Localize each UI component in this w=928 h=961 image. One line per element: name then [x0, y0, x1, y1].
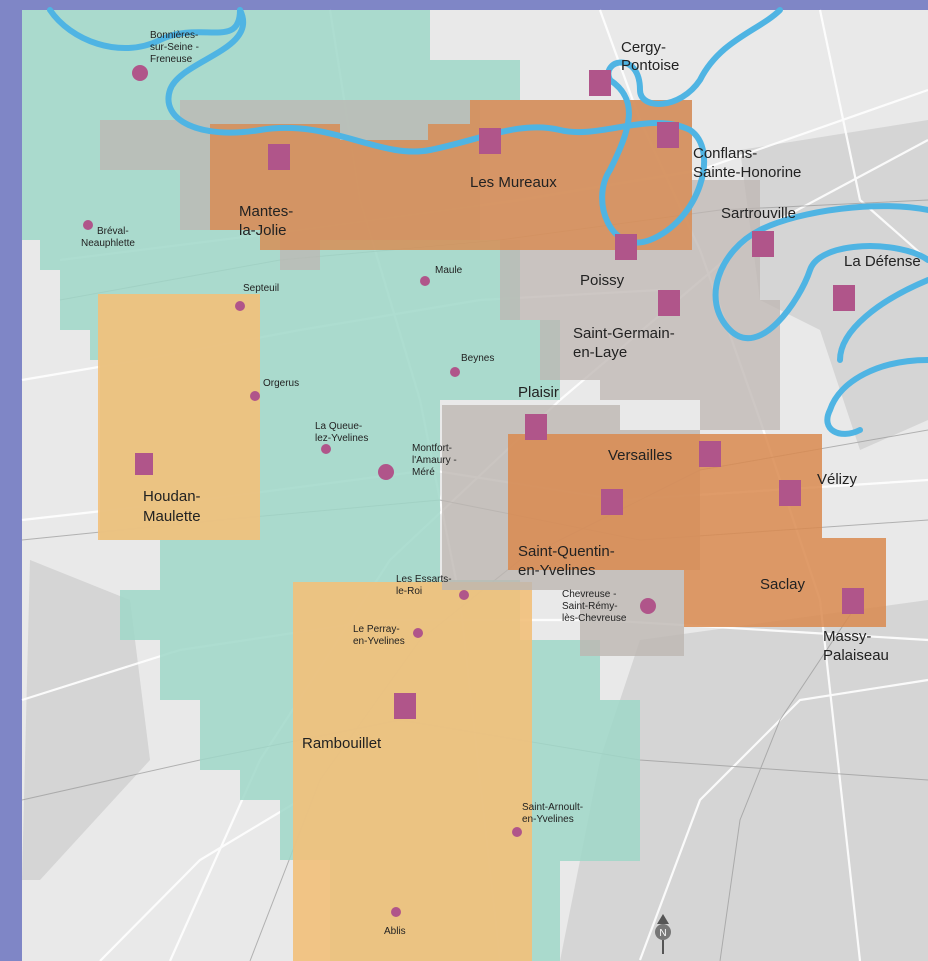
label-stgermain-2: en-Laye — [573, 344, 627, 361]
label-saclay: Saclay — [760, 576, 806, 593]
label-chevreuse-2: Saint-Rémy- — [562, 601, 618, 612]
circle-markers — [83, 65, 656, 917]
marker-saclay[interactable] — [842, 588, 864, 614]
label-mureaux: Les Mureaux — [470, 174, 557, 191]
marker-sartrouville[interactable] — [752, 231, 774, 257]
square-markers — [135, 70, 864, 719]
marker-cergy[interactable] — [589, 70, 611, 96]
river-seine — [47, 7, 928, 437]
svg-text:N: N — [659, 928, 666, 939]
label-bonnieres-3: Freneuse — [150, 54, 193, 65]
marker-rambouillet[interactable] — [394, 693, 416, 719]
label-massy-2: Palaiseau — [823, 647, 889, 664]
label-ladefense: La Défense — [844, 253, 921, 270]
label-queue-2: lez-Yvelines — [315, 433, 368, 444]
marker-chevreuse[interactable] — [640, 598, 656, 614]
label-septeuil: Septeuil — [243, 283, 279, 294]
marker-mureaux[interactable] — [479, 128, 501, 154]
marker-stgermain[interactable] — [658, 290, 680, 316]
label-chevreuse-1: Chevreuse - — [562, 589, 616, 600]
label-breval-1: Bréval- — [97, 226, 129, 237]
marker-sqy[interactable] — [601, 489, 623, 515]
label-mantes-1: Mantes- — [239, 203, 293, 220]
label-perray-2: en-Yvelines — [353, 636, 405, 647]
marker-poissy[interactable] — [615, 234, 637, 260]
label-poissy: Poissy — [580, 272, 625, 289]
marker-perray[interactable] — [413, 628, 423, 638]
label-montfort-2: l'Amaury - — [412, 455, 457, 466]
label-mantes-2: la-Jolie — [239, 222, 287, 239]
label-conflans-1: Conflans- — [693, 145, 757, 162]
label-cergy-2: Pontoise — [621, 57, 679, 74]
label-massy-1: Massy- — [823, 628, 871, 645]
marker-septeuil[interactable] — [235, 301, 245, 311]
place-labels: Bonnières- sur-Seine - Freneuse Cergy- P… — [81, 30, 921, 937]
label-sqy-2: en-Yvelines — [518, 562, 596, 579]
label-versailles: Versailles — [608, 447, 672, 464]
label-stgermain-1: Saint-Germain- — [573, 325, 675, 342]
marker-montfort[interactable] — [378, 464, 394, 480]
marker-velizy[interactable] — [779, 480, 801, 506]
label-essarts-2: le-Roi — [396, 586, 422, 597]
label-perray-1: Le Perray- — [353, 624, 400, 635]
label-chevreuse-3: lès-Chevreuse — [562, 613, 627, 624]
marker-bonnieres[interactable] — [132, 65, 148, 81]
label-orgerus: Orgerus — [263, 378, 299, 389]
north-arrow-icon: N — [655, 914, 671, 954]
marker-breval[interactable] — [83, 220, 93, 230]
marker-ablis[interactable] — [391, 907, 401, 917]
marker-queue[interactable] — [321, 444, 331, 454]
label-essarts-1: Les Essarts- — [396, 574, 452, 585]
marker-plaisir[interactable] — [525, 414, 547, 440]
label-houdan-1: Houdan- — [143, 488, 201, 505]
label-conflans-2: Sainte-Honorine — [693, 164, 801, 181]
label-queue-1: La Queue- — [315, 421, 362, 432]
label-sartrouville: Sartrouville — [721, 205, 796, 222]
label-breval-2: Neauphlette — [81, 238, 135, 249]
marker-essarts[interactable] — [459, 590, 469, 600]
marker-beynes[interactable] — [450, 367, 460, 377]
label-rambouillet: Rambouillet — [302, 735, 382, 752]
marker-orgerus[interactable] — [250, 391, 260, 401]
label-velizy: Vélizy — [817, 471, 858, 488]
marker-versailles[interactable] — [699, 441, 721, 467]
label-plaisir: Plaisir — [518, 384, 559, 401]
zone-brown-mantes — [210, 100, 692, 250]
zone-orange-houdan — [98, 294, 260, 540]
label-sqy-1: Saint-Quentin- — [518, 543, 615, 560]
label-houdan-2: Maulette — [143, 508, 201, 525]
label-beynes: Beynes — [461, 353, 494, 364]
label-montfort-1: Montfort- — [412, 443, 452, 454]
label-montfort-3: Méré — [412, 467, 435, 478]
label-bonnieres-2: sur-Seine - — [150, 42, 199, 53]
marker-maule[interactable] — [420, 276, 430, 286]
label-maule: Maule — [435, 265, 463, 276]
label-starnoult-1: Saint-Arnoult- — [522, 802, 583, 813]
marker-defense[interactable] — [833, 285, 855, 311]
label-starnoult-2: en-Yvelines — [522, 814, 574, 825]
marker-conflans[interactable] — [657, 122, 679, 148]
label-bonnieres-1: Bonnières- — [150, 30, 198, 41]
marker-houdan[interactable] — [135, 453, 153, 475]
marker-mantes[interactable] — [268, 144, 290, 170]
zone-orange-rambouillet — [293, 582, 532, 961]
label-ablis: Ablis — [384, 926, 406, 937]
marker-starnoult[interactable] — [512, 827, 522, 837]
label-cergy-1: Cergy- — [621, 39, 666, 56]
